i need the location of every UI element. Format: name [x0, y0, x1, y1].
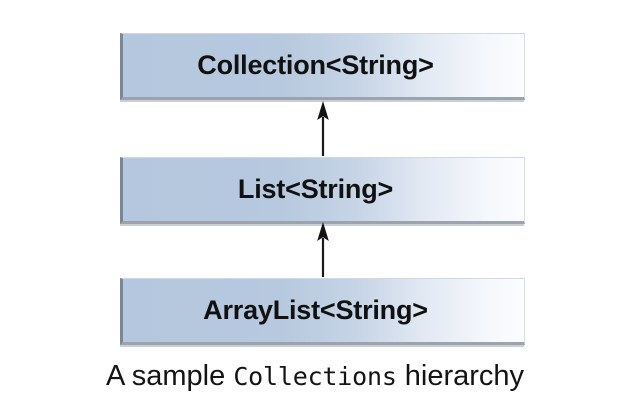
caption-code-term: Collections — [233, 362, 397, 391]
class-box-label: ArrayList<String> — [203, 295, 428, 325]
arrow-up-icon — [317, 222, 329, 277]
generalization-arrow-list-to-collection — [312, 101, 334, 156]
class-box-collection[interactable]: Collection<String> — [120, 33, 525, 102]
caption-suffix: hierarchy — [396, 360, 525, 392]
class-box-label: List<String> — [237, 174, 394, 204]
arrow-up-icon — [317, 101, 329, 156]
class-box-label: Collection<String> — [197, 50, 434, 80]
class-box-arraylist[interactable]: ArrayList<String> — [120, 278, 525, 347]
caption-prefix: A sample — [105, 360, 234, 392]
class-box-list[interactable]: List<String> — [120, 157, 525, 226]
generalization-arrow-arraylist-to-list — [312, 222, 334, 277]
diagram-caption: A sample Collections hierarchy — [0, 360, 630, 393]
